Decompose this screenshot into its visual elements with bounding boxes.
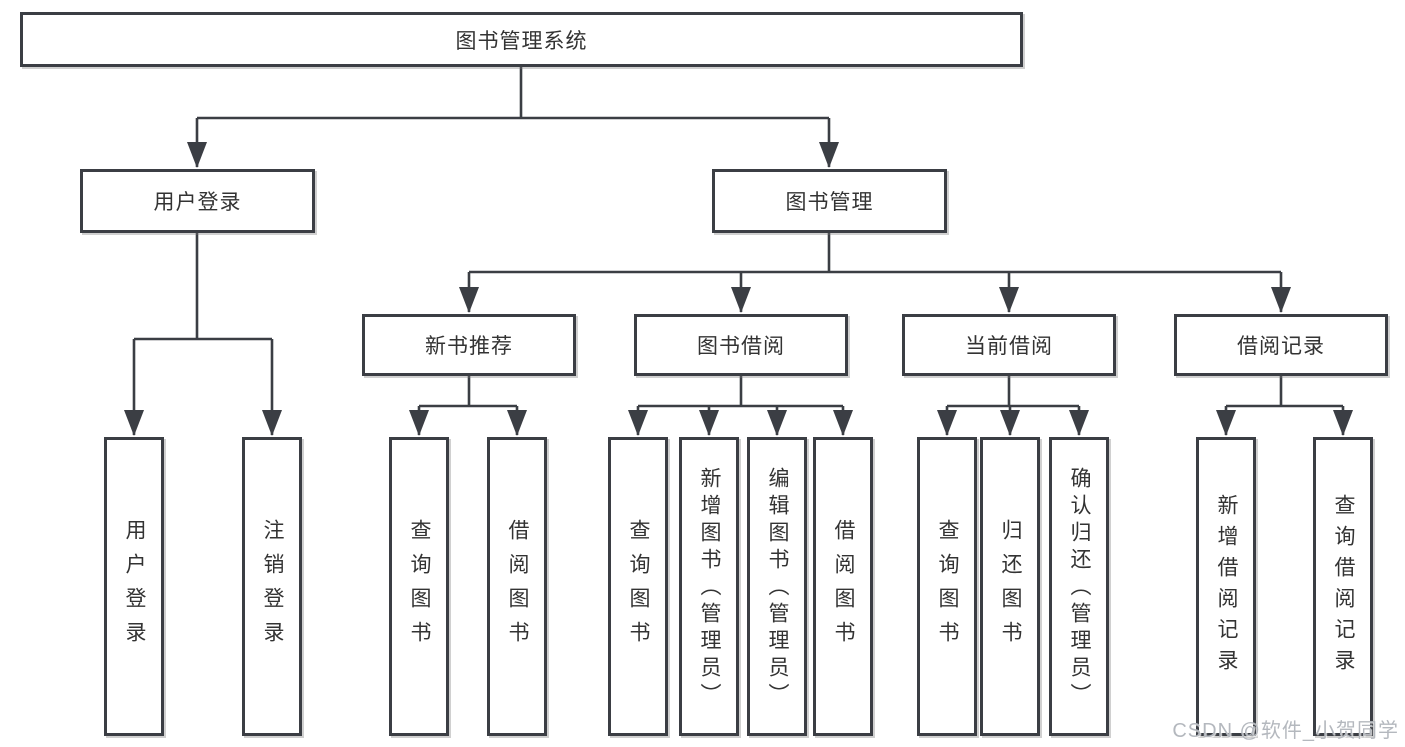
node-current-borrow: 当前借阅 — [902, 314, 1116, 376]
leaf-logout: 注销登录 — [242, 437, 302, 736]
leaf-add-borrow-record: 新增借阅记录 — [1196, 437, 1256, 736]
node-new-book-recommend: 新书推荐 — [362, 314, 576, 376]
leaf-query-books-current: 查询图书 — [917, 437, 977, 736]
node-book-borrow: 图书借阅 — [634, 314, 848, 376]
node-book-management: 图书管理 — [712, 169, 947, 233]
leaf-query-books-recommend: 查询图书 — [389, 437, 449, 736]
node-user-login: 用户登录 — [80, 169, 315, 233]
node-library-management-system: 图书管理系统 — [20, 12, 1023, 67]
leaf-confirm-return-admin: 确认归还（管理员） — [1049, 437, 1109, 736]
node-borrow-records: 借阅记录 — [1174, 314, 1388, 376]
leaf-return-books: 归还图书 — [980, 437, 1040, 736]
leaf-user-login: 用户登录 — [104, 437, 164, 736]
leaf-add-book-admin: 新增图书（管理员） — [679, 437, 739, 736]
leaf-edit-book-admin: 编辑图书（管理员） — [747, 437, 807, 736]
leaf-query-books-borrow: 查询图书 — [608, 437, 668, 736]
leaf-query-borrow-record: 查询借阅记录 — [1313, 437, 1373, 736]
leaf-borrow-books-recommend: 借阅图书 — [487, 437, 547, 736]
leaf-borrow-books: 借阅图书 — [813, 437, 873, 736]
